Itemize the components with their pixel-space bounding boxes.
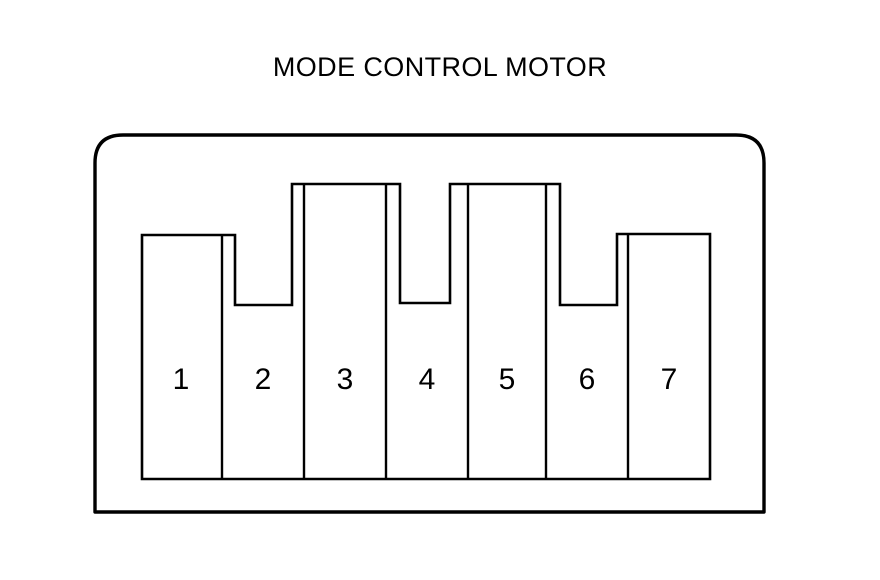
pin-number-6: 6 (579, 363, 596, 396)
cavity-dividers (220, 184, 630, 479)
pin-number-2: 2 (255, 363, 272, 396)
connector-shell-outline (93, 133, 766, 514)
pin-number-3: 3 (337, 363, 354, 396)
pin-number-labels: 1 2 3 4 5 6 7 (173, 363, 678, 396)
pin-number-1: 1 (173, 363, 190, 396)
pin-cavity-outline (140, 182, 712, 481)
pin-number-7: 7 (661, 363, 678, 396)
pin-number-5: 5 (499, 363, 516, 396)
pin-number-4: 4 (419, 363, 436, 396)
page-title: MODE CONTROL MOTOR (272, 52, 608, 82)
